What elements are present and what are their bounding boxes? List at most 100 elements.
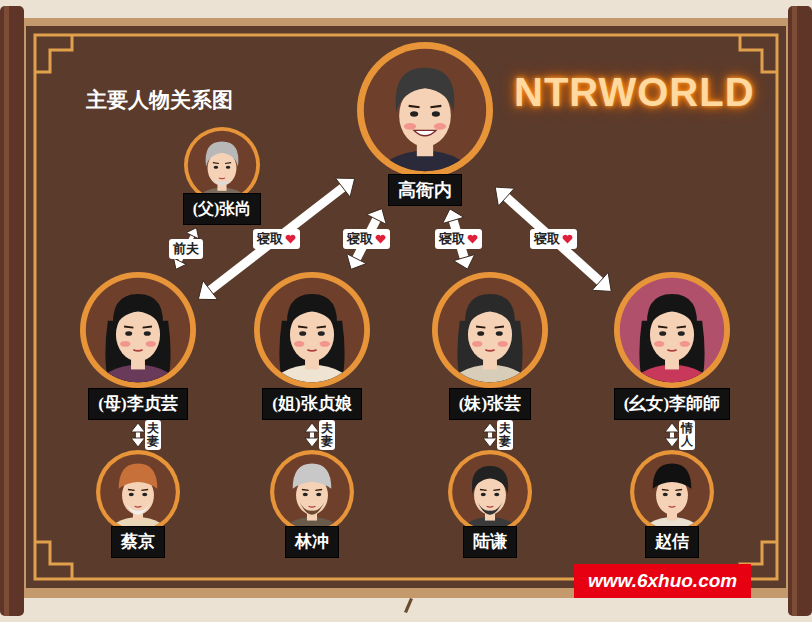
character-node: (妹)张芸 [432, 272, 548, 420]
portrait [432, 272, 548, 388]
scroll-rods [0, 6, 812, 616]
label-text: www.6xhuo.com [588, 570, 737, 591]
edge-label: 前夫 [173, 240, 199, 258]
edge-label: 夫妻 [499, 422, 511, 448]
character-name: (父)张尚 [193, 200, 252, 217]
portrait [184, 127, 260, 203]
name-plate: (幺女)李師師 [614, 388, 730, 420]
edge-label-patch: 前夫 [169, 239, 203, 259]
arrow-head [592, 272, 611, 291]
edge-label: 寝取 [439, 230, 465, 248]
portrait [630, 450, 714, 534]
logo-text: NTRWORLD [514, 70, 755, 115]
character-name: (妹)张芸 [459, 394, 521, 413]
arrow-head [131, 423, 145, 432]
arrow-shaft [506, 196, 601, 282]
portrait [448, 450, 532, 534]
edge-label: 寝取 [347, 230, 373, 248]
arrow-head [131, 438, 145, 447]
arrow-head [454, 255, 475, 270]
character-name: 蔡京 [121, 532, 155, 551]
name-plate: (姐)张贞娘 [262, 388, 361, 420]
arrow-head [665, 423, 679, 432]
arrow-head [305, 423, 319, 432]
name-plate: (妹)张芸 [449, 388, 531, 420]
edge-label: 情人 [681, 422, 693, 448]
character-node: 林冲 [270, 450, 354, 558]
character-name: 高衙内 [398, 180, 452, 200]
name-plate: (父)张尚 [183, 193, 262, 225]
edge-label: 寝取 [534, 230, 560, 248]
arrow-head [495, 187, 514, 206]
connector-arrow [347, 209, 387, 270]
portrait [96, 450, 180, 534]
arrow-head [347, 254, 367, 270]
portrait [254, 272, 370, 388]
frame-line [35, 35, 777, 579]
heart-icon [467, 234, 478, 244]
arrow-head [198, 281, 217, 300]
character-node: 蔡京 [96, 450, 180, 558]
character-name: (幺女)李師師 [624, 394, 720, 413]
watermark: www.6xhuo.com [574, 564, 751, 598]
edge-label-patch: 夫妻 [319, 420, 335, 450]
character-name: (母)李贞芸 [98, 394, 177, 413]
character-name: (姐)张贞娘 [272, 394, 351, 413]
character-name: 赵佶 [655, 532, 689, 551]
label-text: NTRWORLD [514, 70, 755, 114]
character-node: (父)张尚 [183, 127, 262, 225]
edge-label: 夫妻 [321, 422, 333, 448]
arrow-head [186, 228, 199, 239]
character-node: 陆谦 [448, 450, 532, 558]
name-plate: 赵佶 [645, 526, 699, 558]
character-node: (姐)张贞娘 [254, 272, 370, 420]
pen-icon [404, 598, 413, 613]
frame-panel [26, 26, 786, 588]
character-node: (幺女)李師師 [614, 272, 731, 420]
connector-arrow [665, 423, 679, 447]
arrow-head [443, 209, 464, 224]
name-plate: 林冲 [285, 526, 339, 558]
edge-label: 寝取 [257, 230, 283, 248]
portrait [270, 450, 354, 534]
portrait [80, 272, 196, 388]
portrait [614, 272, 730, 388]
connector-arrow [305, 423, 319, 447]
arrow-head [483, 423, 497, 432]
edge-label-patch: 寝取 [253, 229, 300, 249]
edge-label: 夫妻 [147, 422, 159, 448]
name-plate: 陆谦 [463, 526, 517, 558]
character-node: (母)李贞芸 [80, 272, 196, 420]
corner-frets [35, 35, 777, 579]
heart-icon [562, 234, 573, 244]
connector-arrow [495, 187, 611, 291]
edge-label-patch: 情人 [679, 420, 695, 450]
edge-label-patch: 夫妻 [145, 420, 161, 450]
arrow-head [483, 438, 497, 447]
name-plate: (母)李贞芸 [88, 388, 187, 420]
character-name: 陆谦 [473, 532, 507, 551]
diagram-title: 主要人物关系图 [86, 86, 233, 114]
arrow-head [335, 178, 354, 197]
arrow-head [367, 209, 387, 225]
portrait [357, 42, 493, 178]
arrow-head [305, 438, 319, 447]
edge-label-patch: 寝取 [435, 229, 482, 249]
character-node: 赵佶 [630, 450, 714, 558]
title-text: 主要人物关系图 [86, 88, 233, 112]
edge-label-patch: 寝取 [343, 229, 390, 249]
connector-arrow [174, 228, 199, 270]
arrow-head [174, 258, 187, 269]
edge-label-patch: 夫妻 [497, 420, 513, 450]
frame-mat [14, 18, 798, 598]
edge-label-patch: 寝取 [530, 229, 577, 249]
heart-icon [285, 234, 296, 244]
character-node: 高衙内 [357, 42, 493, 206]
name-plate: 高衙内 [388, 174, 462, 206]
connector-arrow [131, 423, 145, 447]
character-name: 林冲 [295, 532, 329, 551]
connector-arrow [483, 423, 497, 447]
heart-icon [375, 234, 386, 244]
